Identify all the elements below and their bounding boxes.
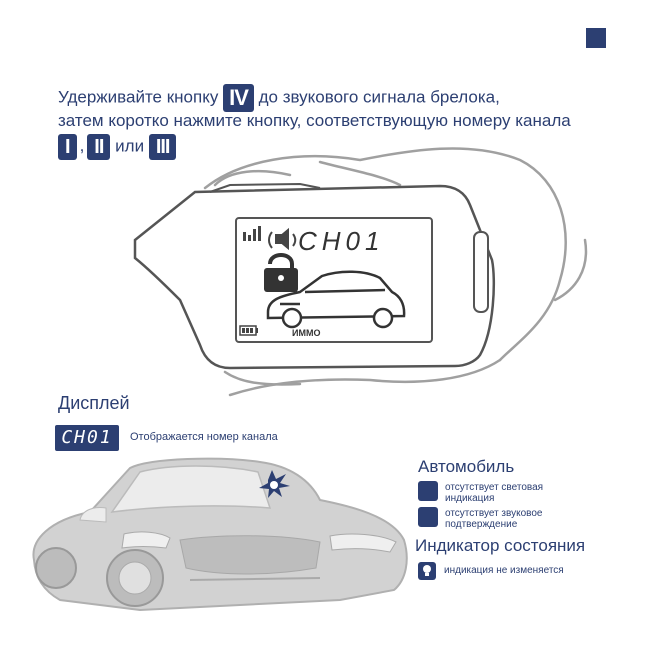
car-bumper-line (189, 577, 321, 581)
car-grille (179, 535, 321, 575)
car-section-title: Автомобиль (418, 457, 515, 476)
display-description: Отображается номер канала (130, 431, 278, 443)
button-ii-badge: II (87, 134, 111, 160)
comma-separator: , (79, 136, 85, 156)
alarm-signal-icon (259, 470, 290, 498)
car-front-rim (118, 561, 152, 595)
instruction-text-hold: Удерживайте кнопку (58, 87, 219, 107)
fob-side-button (473, 231, 489, 313)
screen-car-icon (266, 270, 406, 329)
light-indicator-square (418, 481, 438, 501)
instruction-text-until: до звукового сигнала брелока, (258, 87, 500, 107)
display-channel-badge: CH01 (55, 425, 119, 451)
button-iii-badge: III (148, 134, 177, 160)
car-legend-text-light: отсутствует световая индикация (445, 482, 544, 504)
key-fob-illustration: CH01 ИММО (133, 147, 588, 397)
car-windshield (110, 465, 272, 513)
corner-square-marker (586, 28, 606, 48)
instruction-line-3: I,II или III (58, 134, 177, 160)
car-rear-wheel (35, 547, 77, 589)
immo-label: ИММО (292, 328, 320, 338)
car-illustration (32, 457, 408, 612)
fob-channel-text: CH01 (298, 226, 384, 256)
lock-icon (264, 253, 298, 292)
fob-top-buttons (209, 182, 321, 193)
speaker-icon (268, 227, 297, 251)
car-side-mirror (79, 507, 107, 523)
car-headlight-left (121, 531, 171, 549)
instruction-line-1: Удерживайте кнопку IV до звукового сигна… (58, 84, 500, 112)
hand-sketch (203, 147, 588, 397)
signal-icon (243, 226, 261, 241)
button-i-badge: I (58, 134, 77, 160)
sound-indicator-square (418, 507, 438, 527)
display-section-title: Дисплей (58, 393, 130, 413)
instruction-line-2: затем коротко нажмите кнопку, соответств… (58, 111, 571, 130)
car-headlight-right (329, 533, 397, 553)
battery-icon (239, 325, 258, 336)
button-iv-badge: IV (223, 84, 254, 112)
status-legend-text: индикация не изменяется (444, 565, 564, 576)
car-legend-text-sound: отсутствует звуковое подтверждение (445, 508, 543, 530)
bulb-icon (418, 562, 436, 580)
or-word: или (115, 136, 145, 156)
status-section-title: Индикатор состояния (415, 536, 586, 555)
